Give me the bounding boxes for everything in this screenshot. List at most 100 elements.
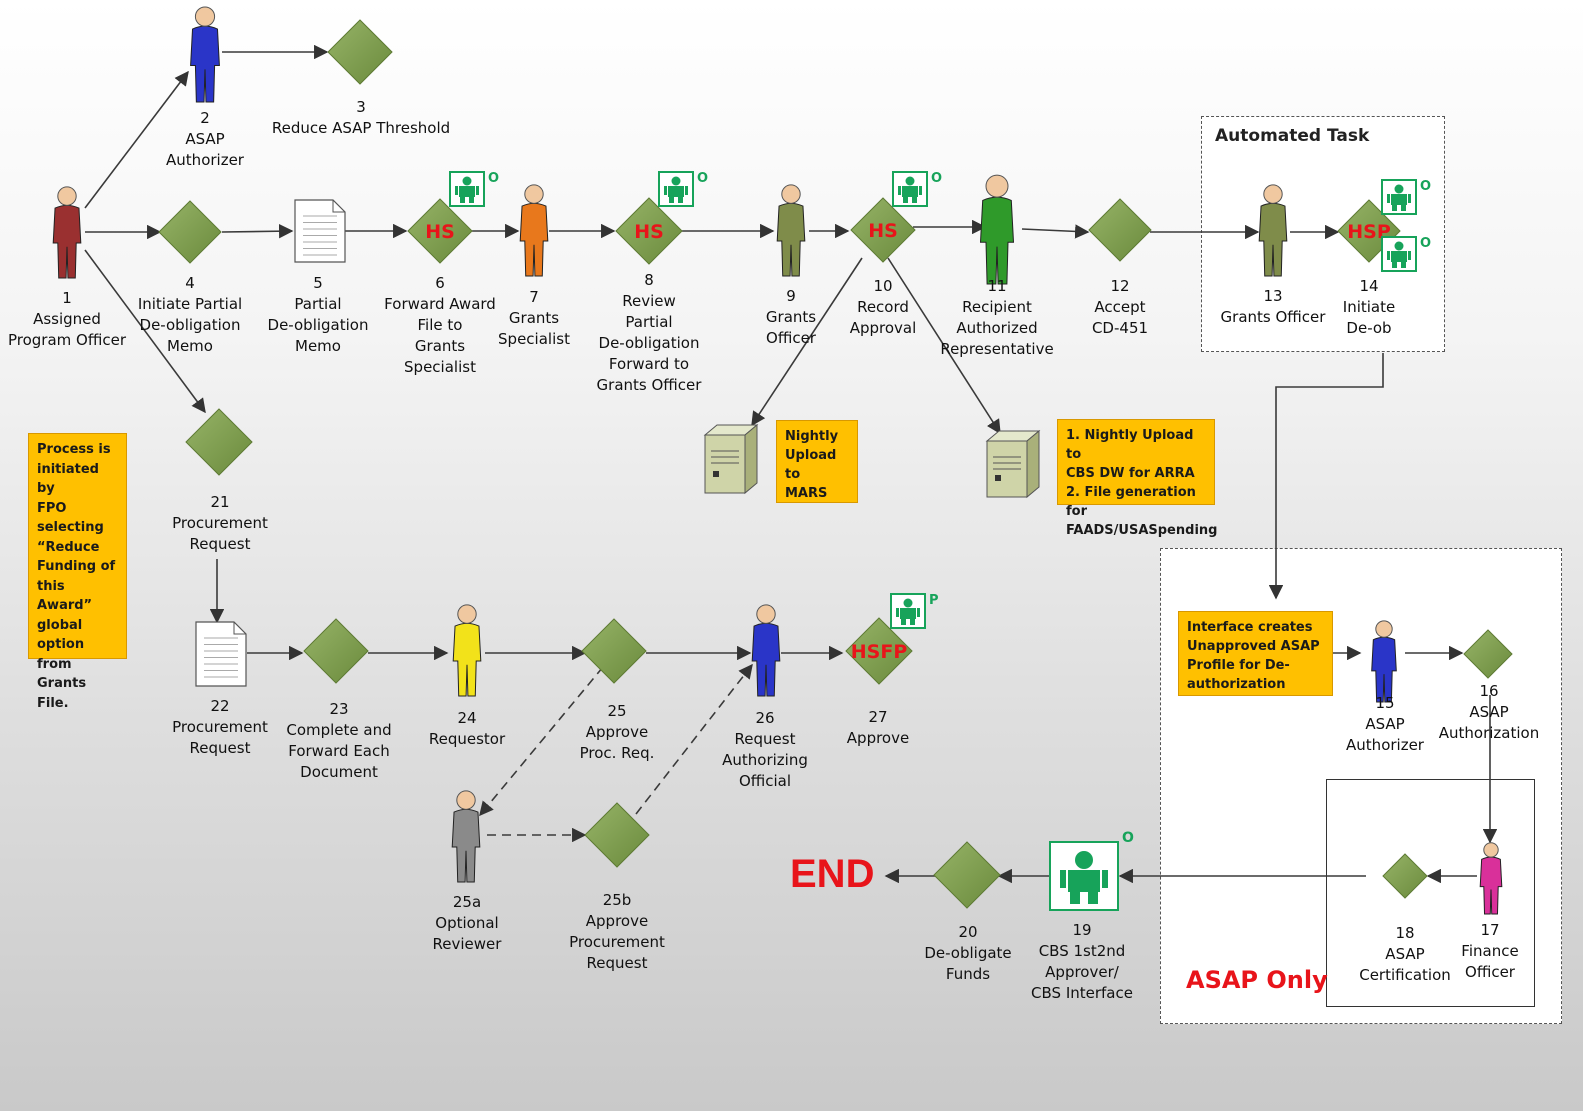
node-label-line: Program Officer [7,331,127,349]
badge-letter: P [929,593,939,608]
node-number: 5 [313,274,323,292]
approve-proc-req-diamond [581,618,647,684]
node-label-line: ASAP [1365,715,1405,733]
node-label-line: Record [857,298,909,316]
node-label-line: Proc. Req. [579,744,655,762]
node-label-line: Procurement [569,933,665,951]
node-label-line: Reduce ASAP Threshold [271,119,451,137]
connector-arrow [887,257,1001,435]
node-number: 15 [1375,694,1395,712]
node-label-line: Grants Officer [1220,308,1326,326]
node-label-line: Finance [1461,942,1519,960]
node-number: 14 [1359,277,1379,295]
node-label-line: De-obligate [924,944,1012,962]
node-label-line: Officer [766,329,816,347]
node-label-line: De-ob [1346,319,1392,337]
cbs-interface-badge-icon [1049,841,1119,911]
approve-procurement-diamond [584,802,650,868]
asap-only-label: ASAP Only [1186,966,1328,994]
node-label-line: Authorizer [166,151,244,169]
node-number: 1 [62,289,72,307]
node-number: 25b [602,891,632,909]
review-deobligation-diamond [615,197,683,265]
asap-authorization-diamond [1463,629,1513,679]
node-number: 7 [529,288,539,306]
node-label-line: Forward Each [288,742,390,760]
node-label-line: Approve [585,723,649,741]
node-label-line: Complete and [286,721,392,739]
approval-badge-icon: P [890,593,939,629]
node-number: 9 [786,287,796,305]
badge-letter: O [697,171,708,186]
grants-officer-figure [776,184,806,277]
node-label-line: Certification [1359,966,1451,984]
node-number: 16 [1479,682,1499,700]
authorizing-official-figure [751,604,781,697]
node-label-line: Review [622,292,676,310]
node-label-line: Officer [1465,963,1515,981]
node-label-line: Specialist [404,358,476,376]
node-number: 20 [958,923,978,941]
grants-specialist-figure [519,184,549,277]
node-label-line: Procurement [172,718,268,736]
node-label-line: CBS 1st2nd [1038,942,1126,960]
node-label-line: File to [417,316,463,334]
node-number: 12 [1110,277,1130,295]
node-label-line: Request [734,730,796,748]
hs-tag: HS [425,221,455,243]
node-label-line: Partial [294,295,342,313]
connector-arrow [84,70,189,209]
node-label-line: Request [189,535,251,553]
hs-tag: HS [868,220,898,242]
node-label-line: Grants [414,337,466,355]
connector-arrow [84,249,206,414]
node-number: 13 [1263,287,1283,305]
requestor-figure [452,604,482,697]
node-label-line: Memo [295,337,341,355]
connector-arrow [635,663,753,815]
node-number: 19 [1072,921,1092,939]
node-label-line: Recipient [962,298,1032,316]
node-label-line: Approver/ [1045,963,1119,981]
node-number: 11 [987,277,1007,295]
hsfp-tag: HSFP [851,641,908,663]
finance-officer-figure [1479,842,1503,915]
badge-letter: O [1420,236,1431,251]
connectors [84,44,1498,884]
node-number: 2 [200,109,210,127]
node-number: 3 [356,98,366,116]
record-approval-diamond [850,197,916,263]
node-label-line: Authorizer [1346,736,1424,754]
node-number: 23 [329,700,349,718]
approve-27-diamond [845,617,913,685]
procurement-request-document [195,621,247,687]
approval-badge-icon: O [449,171,499,207]
node-label-line: Funds [945,965,991,983]
cbs-server-icon [985,429,1041,499]
grants-officer-auto-figure [1258,184,1288,277]
node-label-line: Optional [435,914,499,932]
asap-authorizer-figure [190,6,220,103]
node-label-line: Approval [849,319,917,337]
node-label-line: Assigned [33,310,101,328]
asap-certification-box [1326,779,1535,1007]
node-label-line: Initiate Partial [137,295,243,313]
connector-arrow [221,223,294,239]
